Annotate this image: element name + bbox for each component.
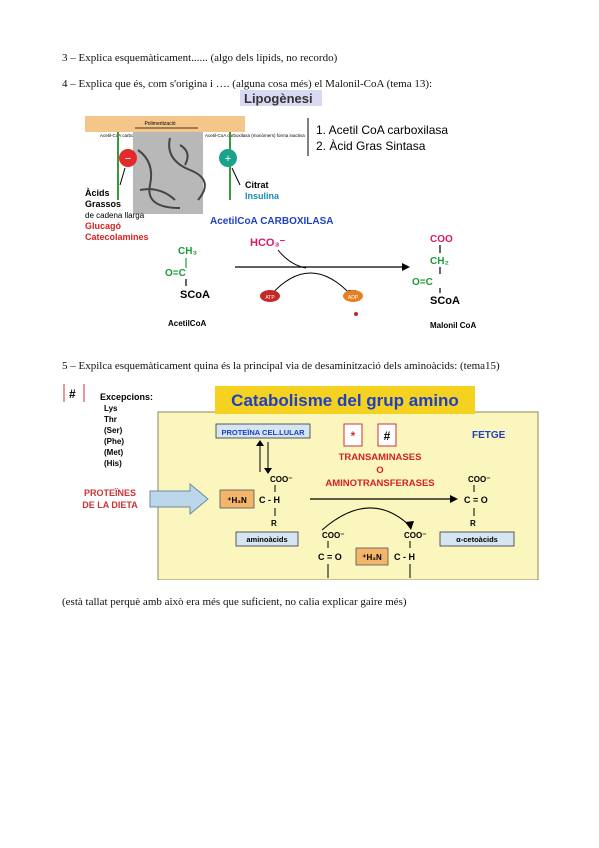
catabolism-figure: # Excepcions: Lys Thr (Ser) (Phe) (Met) … xyxy=(60,378,540,581)
activator-2: Insulina xyxy=(245,191,280,201)
lipogenesis-figure: Lipogènesi 1. Acetil CoA carboxilasa 2. … xyxy=(80,90,520,340)
protein-cell: PROTEÏNA CEL.LULAR xyxy=(221,428,305,437)
malonylcoa-label: Malonil CoA xyxy=(430,321,476,330)
bottom-right-coo: COO⁻ xyxy=(404,531,426,540)
acetylcoa-oc: O=C xyxy=(165,268,186,279)
question-5: 5 – Expilca esquemàticament quina és la … xyxy=(62,360,500,372)
plus-icon: + xyxy=(225,153,231,165)
exception-2: Thr xyxy=(104,415,117,424)
ch3-label: CH₃ xyxy=(178,246,197,257)
enzyme-1: 1. Acetil CoA carboxilasa xyxy=(316,123,448,137)
acetylcoa-label: AcetilCoA xyxy=(168,319,206,328)
question-3: 3 – Explica esquemàticament...... (algo … xyxy=(62,52,338,64)
polymerization-label: Polimerització xyxy=(144,121,175,127)
activator-1: Citrat xyxy=(245,180,269,190)
transaminases-line3: AMINOTRANSFERASES xyxy=(325,478,434,489)
aa-ch: C - H xyxy=(259,495,280,505)
aminoacids-label: aminoàcids xyxy=(246,535,287,544)
diet-proteins-1: PROTEÏNES xyxy=(84,488,136,498)
minus-icon: − xyxy=(125,153,131,165)
keto-coo: COO⁻ xyxy=(468,475,490,484)
question-4: 4 – Explica que és, com s'origina i …. (… xyxy=(62,78,433,90)
exception-1: Lys xyxy=(104,404,118,413)
malonyl-scoa: SCoA xyxy=(430,295,460,307)
transaminases-line2: O xyxy=(376,465,383,476)
aa-h3n: ⁺H₃N xyxy=(227,496,247,505)
bottom-ch: C - H xyxy=(394,552,415,562)
exception-3: (Ser) xyxy=(104,426,123,435)
catabolism-title: Catabolisme del grup amino xyxy=(231,391,459,410)
inhibitor-3: de cadena llarga xyxy=(85,211,145,220)
enzyme-2: 2. Àcid Gras Sintasa xyxy=(316,138,426,153)
malonyl-oc: O=C xyxy=(412,277,433,288)
aa-r: R xyxy=(271,519,277,528)
lipogenesis-title: Lipogènesi xyxy=(244,91,313,106)
bottom-left-co: C = O xyxy=(318,552,342,562)
malonyl-ch2: CH₂ xyxy=(430,256,449,267)
hco3-label: HCO₃⁻ xyxy=(250,237,286,249)
inhibitor-2: Grassos xyxy=(85,199,121,209)
exception-4: (Phe) xyxy=(104,437,124,446)
bottom-left-coo: COO⁻ xyxy=(322,531,344,540)
keto-r: R xyxy=(470,519,476,528)
bottom-h3n: ⁺H₃N xyxy=(362,553,382,562)
star-box: * xyxy=(351,429,356,443)
exceptions-title: Excepcions: xyxy=(100,392,153,402)
keto-co: C = O xyxy=(464,495,488,505)
note-text: (està tallat perquè amb això era més que… xyxy=(62,596,407,608)
exception-5: (Met) xyxy=(104,448,123,457)
malonyl-coo: COO xyxy=(430,234,453,245)
inhibitor-4: Glucagó xyxy=(85,221,122,231)
enzyme-title: AcetilCoA CARBOXILASA xyxy=(210,216,334,227)
hash-box: # xyxy=(384,429,391,443)
exception-6: (His) xyxy=(104,459,122,468)
transaminases-line1: TRANSAMINASES xyxy=(339,452,422,463)
atp-label: ATP xyxy=(265,295,275,301)
exceptions-hash: # xyxy=(69,387,76,401)
fetge-label: FETGE xyxy=(472,430,506,441)
right-box-text: Acetil-CoA carboxilasa (monòmers) forma … xyxy=(205,133,305,138)
adp-label: ADP xyxy=(348,295,359,301)
cetoacids-label: α-cetoàcids xyxy=(456,535,498,544)
inhibitor-5: Catecolamines xyxy=(85,232,149,242)
diet-proteins-2: DE LA DIETA xyxy=(82,500,138,510)
acetylcoa-scoa: SCoA xyxy=(180,289,210,301)
aa-coo: COO⁻ xyxy=(270,475,292,484)
inhibitor-1: Àcids xyxy=(85,188,110,198)
